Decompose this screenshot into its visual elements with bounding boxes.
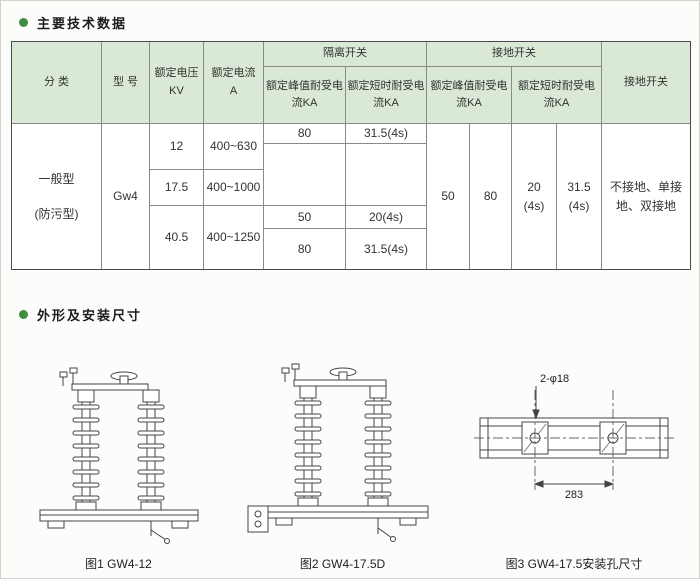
mounting-foot (171, 520, 189, 529)
figure1-caption: 图1 GW4-12 (85, 557, 152, 571)
figure3-mounting-holes: 2-φ18 283 图3 GW4-17.5安装孔尺寸 (474, 360, 674, 572)
header-earth-peak-current: 额定峰值耐受电 流KA (427, 67, 512, 124)
contact-blade (71, 383, 149, 391)
terminal-bolt (291, 363, 300, 370)
terminal-bolt (69, 367, 78, 374)
header-earthing-switch: 接地开关 (427, 42, 602, 67)
tech-data-table: 分 类 型 号 额定电压 KV 额定电流 A 隔离开关 接地开关 接地开关 额定… (11, 41, 691, 270)
section-title-text: 主要技术数据 (37, 16, 128, 31)
figures-row: 图1 GW4-12 (1, 360, 699, 572)
cell-iso-peak-1: 80 (264, 124, 346, 144)
figure1-gw4-12: 图1 GW4-12 (26, 360, 211, 572)
figure2-drawing (247, 363, 429, 542)
header-rated-current: 额定电流 A (204, 42, 264, 124)
cell-current-2: 400~1000 (204, 170, 264, 206)
cell-current-3: 400~1250 (204, 206, 264, 269)
insulator-column (137, 401, 165, 503)
cell-iso-short-empty (346, 144, 427, 206)
cell-iso-peak-empty (264, 144, 346, 206)
centerlines (474, 390, 674, 490)
cell-voltage-12: 12 (150, 124, 204, 170)
green-bullet-icon (19, 310, 28, 319)
cell-model: Gw4 (102, 124, 150, 269)
header-iso-short-current: 额定短时耐受电 流KA (346, 67, 427, 124)
cell-voltage-17-5: 17.5 (150, 170, 204, 206)
header-iso-peak-current: 额定峰值耐受电 流KA (264, 67, 346, 124)
bearing (367, 497, 389, 507)
bearing (297, 497, 319, 507)
cell-voltage-40-5: 40.5 (150, 206, 204, 269)
terminal-bolt (59, 371, 68, 378)
span-dimension-label: 283 (565, 489, 583, 501)
header-isolation-switch: 隔离开关 (264, 42, 427, 67)
figure3-caption: 图3 GW4-17.5安装孔尺寸 (505, 557, 643, 571)
header-category: 分 类 (12, 42, 102, 124)
cell-earth-short-a: 20 (4s) (512, 124, 557, 269)
insulator-column (294, 397, 322, 499)
insulator-column (364, 397, 392, 499)
figure2-caption: 图2 GW4-17.5D (299, 557, 386, 571)
operating-crank (164, 538, 170, 544)
section-title-tech-data: 主要技术数据 (19, 13, 699, 32)
mounting-foot (399, 517, 417, 526)
bearing (140, 501, 162, 511)
cell-earth-peak-a: 50 (427, 124, 470, 269)
header-earthing-mode: 接地开关 (602, 42, 690, 124)
cell-earth-short-b: 31.5 (4s) (557, 124, 602, 269)
cell-iso-short-1: 31.5(4s) (346, 124, 427, 144)
bearing (75, 501, 97, 511)
figure1-drawing (39, 367, 199, 544)
figure3-drawing: 2-φ18 283 (474, 373, 674, 501)
terminal-bolt (281, 367, 290, 374)
header-rated-voltage: 额定电压 KV (150, 42, 204, 124)
mounting-foot (275, 517, 293, 526)
hole-dimension-label: 2-φ18 (540, 373, 569, 385)
section-title-dimensions: 外形及安装尺寸 (19, 305, 699, 324)
earthing-bracket (247, 505, 269, 533)
header-earth-short-current: 额定短时耐受电 流KA (512, 67, 602, 124)
cell-iso-short-4: 31.5(4s) (346, 229, 427, 269)
insulator-column (72, 401, 100, 503)
cell-current-1: 400~630 (204, 124, 264, 170)
cell-iso-peak-4: 80 (264, 229, 346, 269)
operating-crank (390, 536, 396, 542)
cell-earth-peak-b: 80 (470, 124, 512, 269)
green-bullet-icon (19, 18, 28, 27)
cell-category: 一般型 (防污型) (12, 124, 102, 269)
cell-iso-peak-3: 50 (264, 206, 346, 229)
mounting-foot (47, 520, 65, 529)
header-model: 型 号 (102, 42, 150, 124)
section-title-text: 外形及安装尺寸 (37, 308, 143, 323)
figure2-gw4-17-5d: 图2 GW4-17.5D (240, 360, 445, 572)
contact-blade (293, 379, 387, 387)
cell-earthing-note: 不接地、单接 地、双接地 (609, 179, 682, 213)
cell-iso-short-3: 20(4s) (346, 206, 427, 229)
